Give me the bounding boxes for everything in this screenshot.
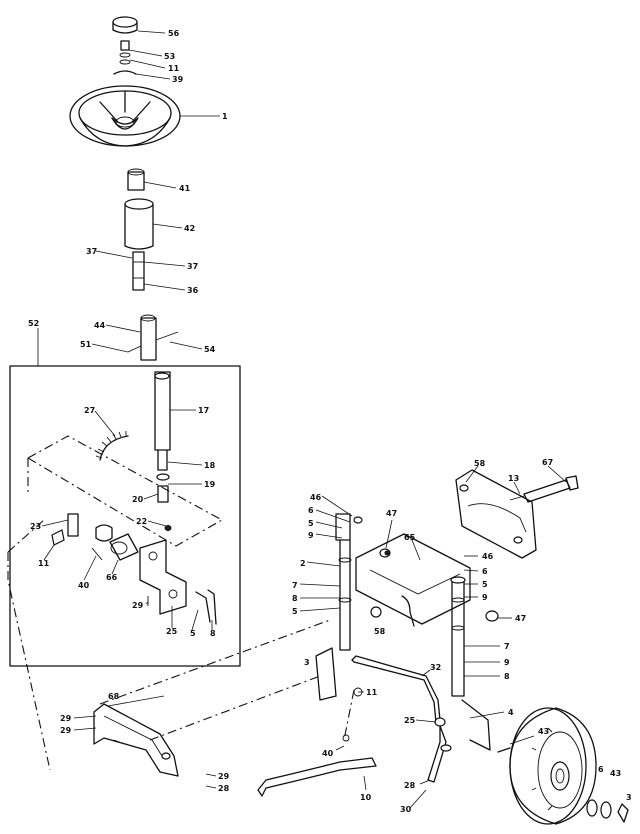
callout-46: 46	[482, 552, 494, 561]
lower-left-bracket	[93, 703, 179, 777]
callout-8: 8	[292, 594, 298, 603]
callout-22: 22	[136, 517, 147, 526]
lower-steering-shaft	[154, 371, 171, 471]
callout-7: 7	[292, 581, 298, 590]
steering-wheel	[69, 85, 181, 147]
leader-lines	[41, 30, 567, 809]
callout-28: 28	[404, 781, 416, 790]
upper-steering-shaft	[132, 251, 145, 291]
callout-37: 37	[86, 247, 97, 256]
callout-58: 58	[374, 627, 386, 636]
callout-52: 52	[28, 319, 39, 328]
callout-5: 5	[190, 629, 196, 638]
callout-37: 37	[187, 262, 198, 271]
callout-39: 39	[172, 75, 184, 84]
callout-47: 47	[386, 509, 397, 518]
steering-column-cover	[124, 198, 154, 250]
callout-19: 19	[204, 480, 216, 489]
callout-25: 25	[404, 716, 416, 725]
drag-link	[257, 687, 377, 797]
callout-42: 42	[184, 224, 195, 233]
steering-bearing	[109, 533, 139, 561]
callout-6: 6	[598, 765, 604, 774]
steering-nut	[113, 40, 137, 75]
callout-5: 5	[292, 607, 298, 616]
callout-17: 17	[198, 406, 209, 415]
callout-36: 36	[187, 286, 199, 295]
steering-bracket	[139, 539, 217, 625]
callout-5: 5	[308, 519, 314, 528]
callout-25: 25	[166, 627, 178, 636]
steering-support	[51, 513, 113, 561]
pivot-plate-dashed	[26, 435, 224, 547]
callout-46: 46	[310, 493, 322, 502]
callout-13: 13	[508, 474, 519, 483]
callout-3: 3	[304, 658, 310, 667]
callout-51: 51	[80, 340, 92, 349]
callout-9: 9	[308, 531, 314, 540]
callout-43: 43	[538, 727, 549, 736]
callout-7: 7	[504, 642, 510, 651]
callout-11: 11	[366, 688, 378, 697]
callout-66: 66	[106, 573, 118, 582]
pivot-bolt	[509, 475, 579, 503]
callout-29: 29	[60, 714, 72, 723]
steering-cap	[112, 16, 138, 34]
callout-68: 68	[108, 692, 120, 701]
steering-bushing	[127, 314, 179, 361]
callout-2: 2	[300, 559, 306, 568]
callout-29: 29	[132, 601, 144, 610]
hidden-lines	[7, 519, 331, 771]
callout-40: 40	[78, 581, 90, 590]
callout-18: 18	[204, 461, 216, 470]
front-wheel	[509, 707, 597, 825]
callout-6: 6	[308, 506, 314, 515]
callout-40: 40	[322, 749, 334, 758]
callout-9: 9	[504, 658, 510, 667]
callout-4: 4	[508, 708, 514, 717]
steering-assembly-box	[9, 328, 241, 667]
callout-44: 44	[94, 321, 106, 330]
callout-labels: 56 53 11 39 1 41 42 37 37 36 52 44 51 54…	[28, 29, 632, 814]
callout-41: 41	[179, 184, 191, 193]
callout-27: 27	[84, 406, 95, 415]
callout-5: 5	[482, 580, 488, 589]
callout-47: 47	[515, 614, 526, 623]
callout-30: 30	[400, 805, 412, 814]
callout-8: 8	[504, 672, 510, 681]
callout-1: 1	[222, 112, 228, 121]
callout-53: 53	[164, 52, 175, 61]
callout-3: 3	[626, 793, 632, 802]
callout-28: 28	[218, 784, 230, 793]
callout-43: 43	[610, 769, 621, 778]
callout-56: 56	[168, 29, 180, 38]
left-spindle	[315, 513, 363, 701]
front-axle	[355, 533, 471, 627]
steering-adapter	[127, 168, 145, 191]
callout-65: 65	[404, 533, 416, 542]
right-axle-bracket	[455, 469, 537, 559]
pinion-gear	[156, 473, 172, 531]
callout-29: 29	[60, 726, 72, 735]
steering-gear-sector	[95, 431, 129, 461]
callout-20: 20	[132, 495, 144, 504]
callout-58: 58	[474, 459, 486, 468]
callout-29: 29	[218, 772, 230, 781]
callout-67: 67	[542, 458, 553, 467]
callout-11: 11	[38, 559, 50, 568]
wheel-washers	[497, 747, 629, 823]
callout-10: 10	[360, 793, 372, 802]
callout-32: 32	[430, 663, 441, 672]
callout-9: 9	[482, 593, 488, 602]
callout-6: 6	[482, 567, 488, 576]
right-spindle	[450, 576, 499, 751]
callout-54: 54	[204, 345, 216, 354]
callout-11: 11	[168, 64, 180, 73]
drag-link-right	[427, 725, 452, 783]
callout-23: 23	[30, 522, 41, 531]
callout-8: 8	[210, 629, 216, 638]
